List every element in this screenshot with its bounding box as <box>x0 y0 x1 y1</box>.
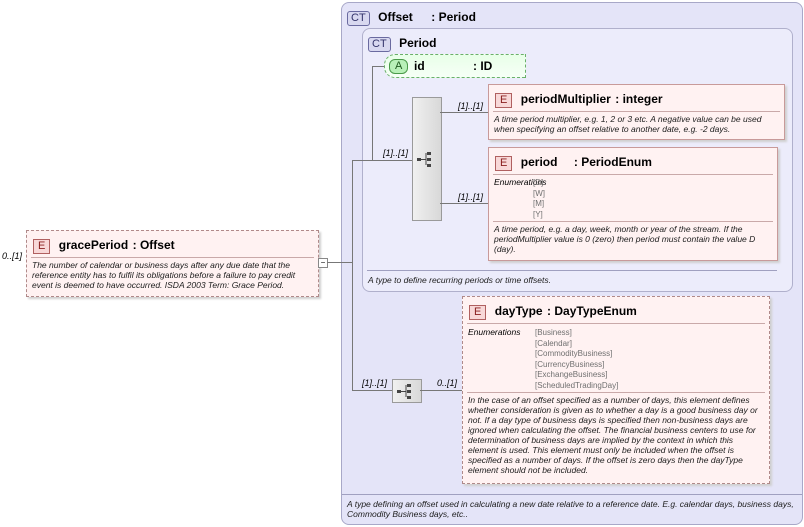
ct-badge-icon: CT <box>368 37 391 52</box>
sequence-compositor[interactable] <box>412 97 442 221</box>
element-badge: E <box>33 239 51 254</box>
element-type: : integer <box>615 92 663 106</box>
expand-toggle[interactable]: − <box>318 258 328 268</box>
attribute-id[interactable]: A id : ID <box>384 54 526 78</box>
enum-value: [ScheduledTradingDay] <box>535 380 619 390</box>
ct-base: : Period <box>431 10 476 24</box>
element-name: gracePeriod <box>58 238 129 252</box>
ct-badge-icon: CT <box>347 11 370 26</box>
element-doc: In the case of an offset specified as a … <box>468 395 758 475</box>
attribute-badge: A <box>389 59 409 74</box>
enum-value: [ExchangeBusiness] <box>535 370 608 379</box>
element-type: : PeriodEnum <box>573 155 652 169</box>
element-cardinality: [1]..[1] <box>458 192 484 202</box>
enum-label: Enumerations <box>468 327 521 337</box>
ct-name: Offset <box>378 10 413 24</box>
element-badge: E <box>495 156 513 171</box>
element-dayType[interactable]: E dayType : DayTypeEnum Enumerations [Bu… <box>462 296 770 484</box>
sequence-cardinality: [1]..[1] <box>383 148 409 158</box>
enum-label: Enumerations <box>494 177 547 187</box>
ct-doc: A type defining an offset used in calcul… <box>347 499 794 519</box>
element-cardinality: [1]..[1] <box>458 101 484 111</box>
element-badge: E <box>495 93 513 108</box>
root-cardinality: 0..[1] <box>2 251 23 261</box>
enum-value: [Business] <box>535 328 572 337</box>
element-gracePeriod[interactable]: E gracePeriod : Offset The number of cal… <box>26 230 319 297</box>
enum-value: [D] <box>533 178 544 187</box>
element-period[interactable]: E period : PeriodEnum Enumerations [D] [… <box>488 147 778 261</box>
element-periodMultiplier[interactable]: E periodMultiplier : integer A time peri… <box>488 84 785 140</box>
enum-value: [Calendar] <box>535 338 572 348</box>
element-name: periodMultiplier <box>520 92 611 106</box>
enum-value: [W] <box>533 188 545 198</box>
element-doc: The number of calendar or business days … <box>32 260 296 290</box>
enum-value: [CurrencyBusiness] <box>535 359 605 369</box>
sequence-cardinality: [1]..[1] <box>362 378 388 388</box>
enum-value: [M] <box>533 199 545 208</box>
element-cardinality: 0..[1] <box>437 378 458 388</box>
enum-value: [Y] <box>533 209 543 219</box>
sequence-compositor[interactable] <box>392 379 422 403</box>
attribute-name: id <box>414 59 425 73</box>
ct-doc: A type to define recurring periods or ti… <box>368 275 551 285</box>
element-doc: A time period multiplier, e.g. 1, 2 or 3… <box>494 114 762 134</box>
enum-value: [CommodityBusiness] <box>535 349 613 358</box>
element-name: period <box>520 155 558 169</box>
sequence-icon <box>397 384 411 399</box>
element-type: : DayTypeEnum <box>547 304 637 318</box>
element-type: : Offset <box>132 238 175 252</box>
sequence-icon <box>417 152 431 167</box>
attribute-type: : ID <box>473 59 493 73</box>
element-name: dayType <box>494 304 543 318</box>
element-doc: A time period, e.g. a day, week, month o… <box>494 224 756 254</box>
ct-name: Period <box>399 36 437 50</box>
element-badge: E <box>469 305 487 320</box>
